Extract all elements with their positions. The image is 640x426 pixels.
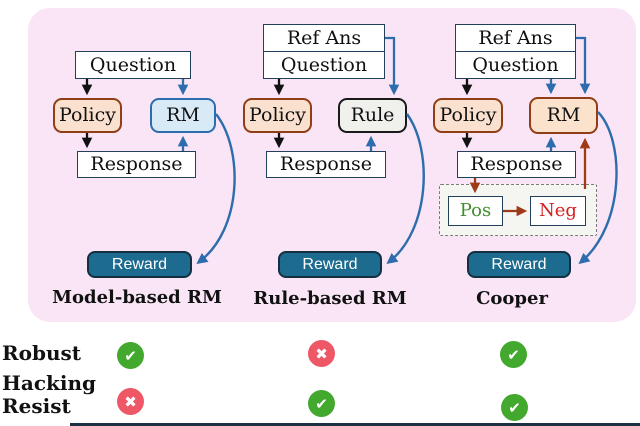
rule-based-response-box: Response [266,151,386,178]
bottom-rule-line [70,423,640,426]
cooper-response-box: Response [457,151,576,178]
cooper-reward-box: Reward [467,251,571,278]
robust-row-label: Robust [2,341,81,365]
hacking-resist-row-label: Hacking Resist [2,371,97,418]
model-based-reward-box: Reward [87,251,192,278]
model-based-rm-box: RM [150,98,216,133]
model-based-caption: Model-based RM [52,287,222,308]
cooper-ref-ans-box: Ref Ans [455,24,576,52]
cooper-question-box: Question [455,51,576,79]
cooper-caption: Cooper [476,288,548,309]
hacking-resist-model-based-cross-icon [117,388,144,415]
hacking-resist-rule-based-check-icon [308,390,335,417]
model-based-question-box: Question [75,51,191,79]
rule-based-ref-ans-box: Ref Ans [263,24,385,52]
rule-based-question-box: Question [263,51,385,79]
cooper-rm-box: RM [529,97,598,134]
cooper-pos-box: Pos [448,196,503,226]
rule-based-policy-box: Policy [243,98,312,133]
robust-rule-based-cross-icon [308,340,335,367]
model-based-response-box: Response [77,151,196,178]
robust-cooper-check-icon [500,341,527,368]
rule-based-reward-box: Reward [278,251,382,278]
robust-model-based-check-icon [117,342,144,369]
cooper-policy-box: Policy [433,98,503,133]
rule-based-caption: Rule-based RM [253,288,407,309]
hacking-resist-cooper-check-icon [501,394,528,421]
rule-based-rule-box: Rule [338,98,407,133]
cooper-neg-box: Neg [530,196,586,226]
model-based-policy-box: Policy [53,98,122,133]
